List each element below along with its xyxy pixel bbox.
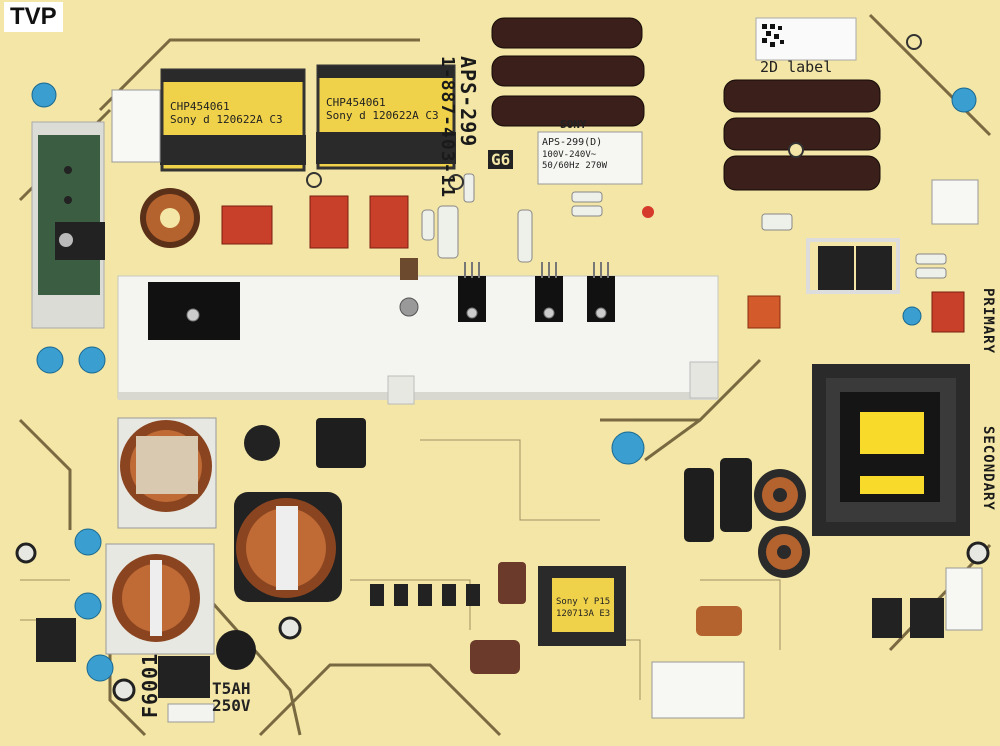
standby-transformer-line2: 120713A E3	[556, 609, 611, 619]
film-capacitors	[221, 195, 965, 333]
watermark-tvp: TVP	[4, 2, 63, 32]
bulk-capacitors-left	[491, 17, 645, 127]
label-2d: 2D label	[760, 58, 833, 76]
sony-brand: SONY	[560, 118, 587, 131]
transformer-1-line2: Sony d 120622A C3	[170, 113, 283, 126]
sony-model: APS-299(D)	[542, 137, 603, 148]
board-model-vertical: APS-299	[456, 56, 480, 148]
pfc-transformers	[160, 64, 456, 172]
transformer-2-line2: Sony d 120622A C3	[326, 109, 439, 122]
fuse-rating: T5AH 250V	[212, 679, 251, 715]
ceramic-capacitors	[31, 82, 977, 682]
primary-label: PRIMARY	[980, 288, 996, 355]
secondary-label: SECONDARY	[980, 426, 996, 511]
sony-ratings: 100V-240V~ 50/60Hz 270W	[542, 150, 608, 171]
bulk-capacitors-right	[723, 79, 881, 191]
generation-mark: G6	[488, 150, 514, 169]
board-part-number: 1-887-403-11	[437, 56, 458, 199]
transformer-2-line1: CHP454061	[326, 96, 386, 109]
standby-transformer-line1: Sony Y P15	[556, 597, 611, 607]
fuse-label: F6001	[138, 652, 162, 718]
left-heatsink	[31, 121, 105, 329]
line-filter-chokes	[105, 417, 342, 655]
main-transformer	[812, 364, 970, 536]
transformer-1-line1: CHP454061	[170, 100, 230, 113]
